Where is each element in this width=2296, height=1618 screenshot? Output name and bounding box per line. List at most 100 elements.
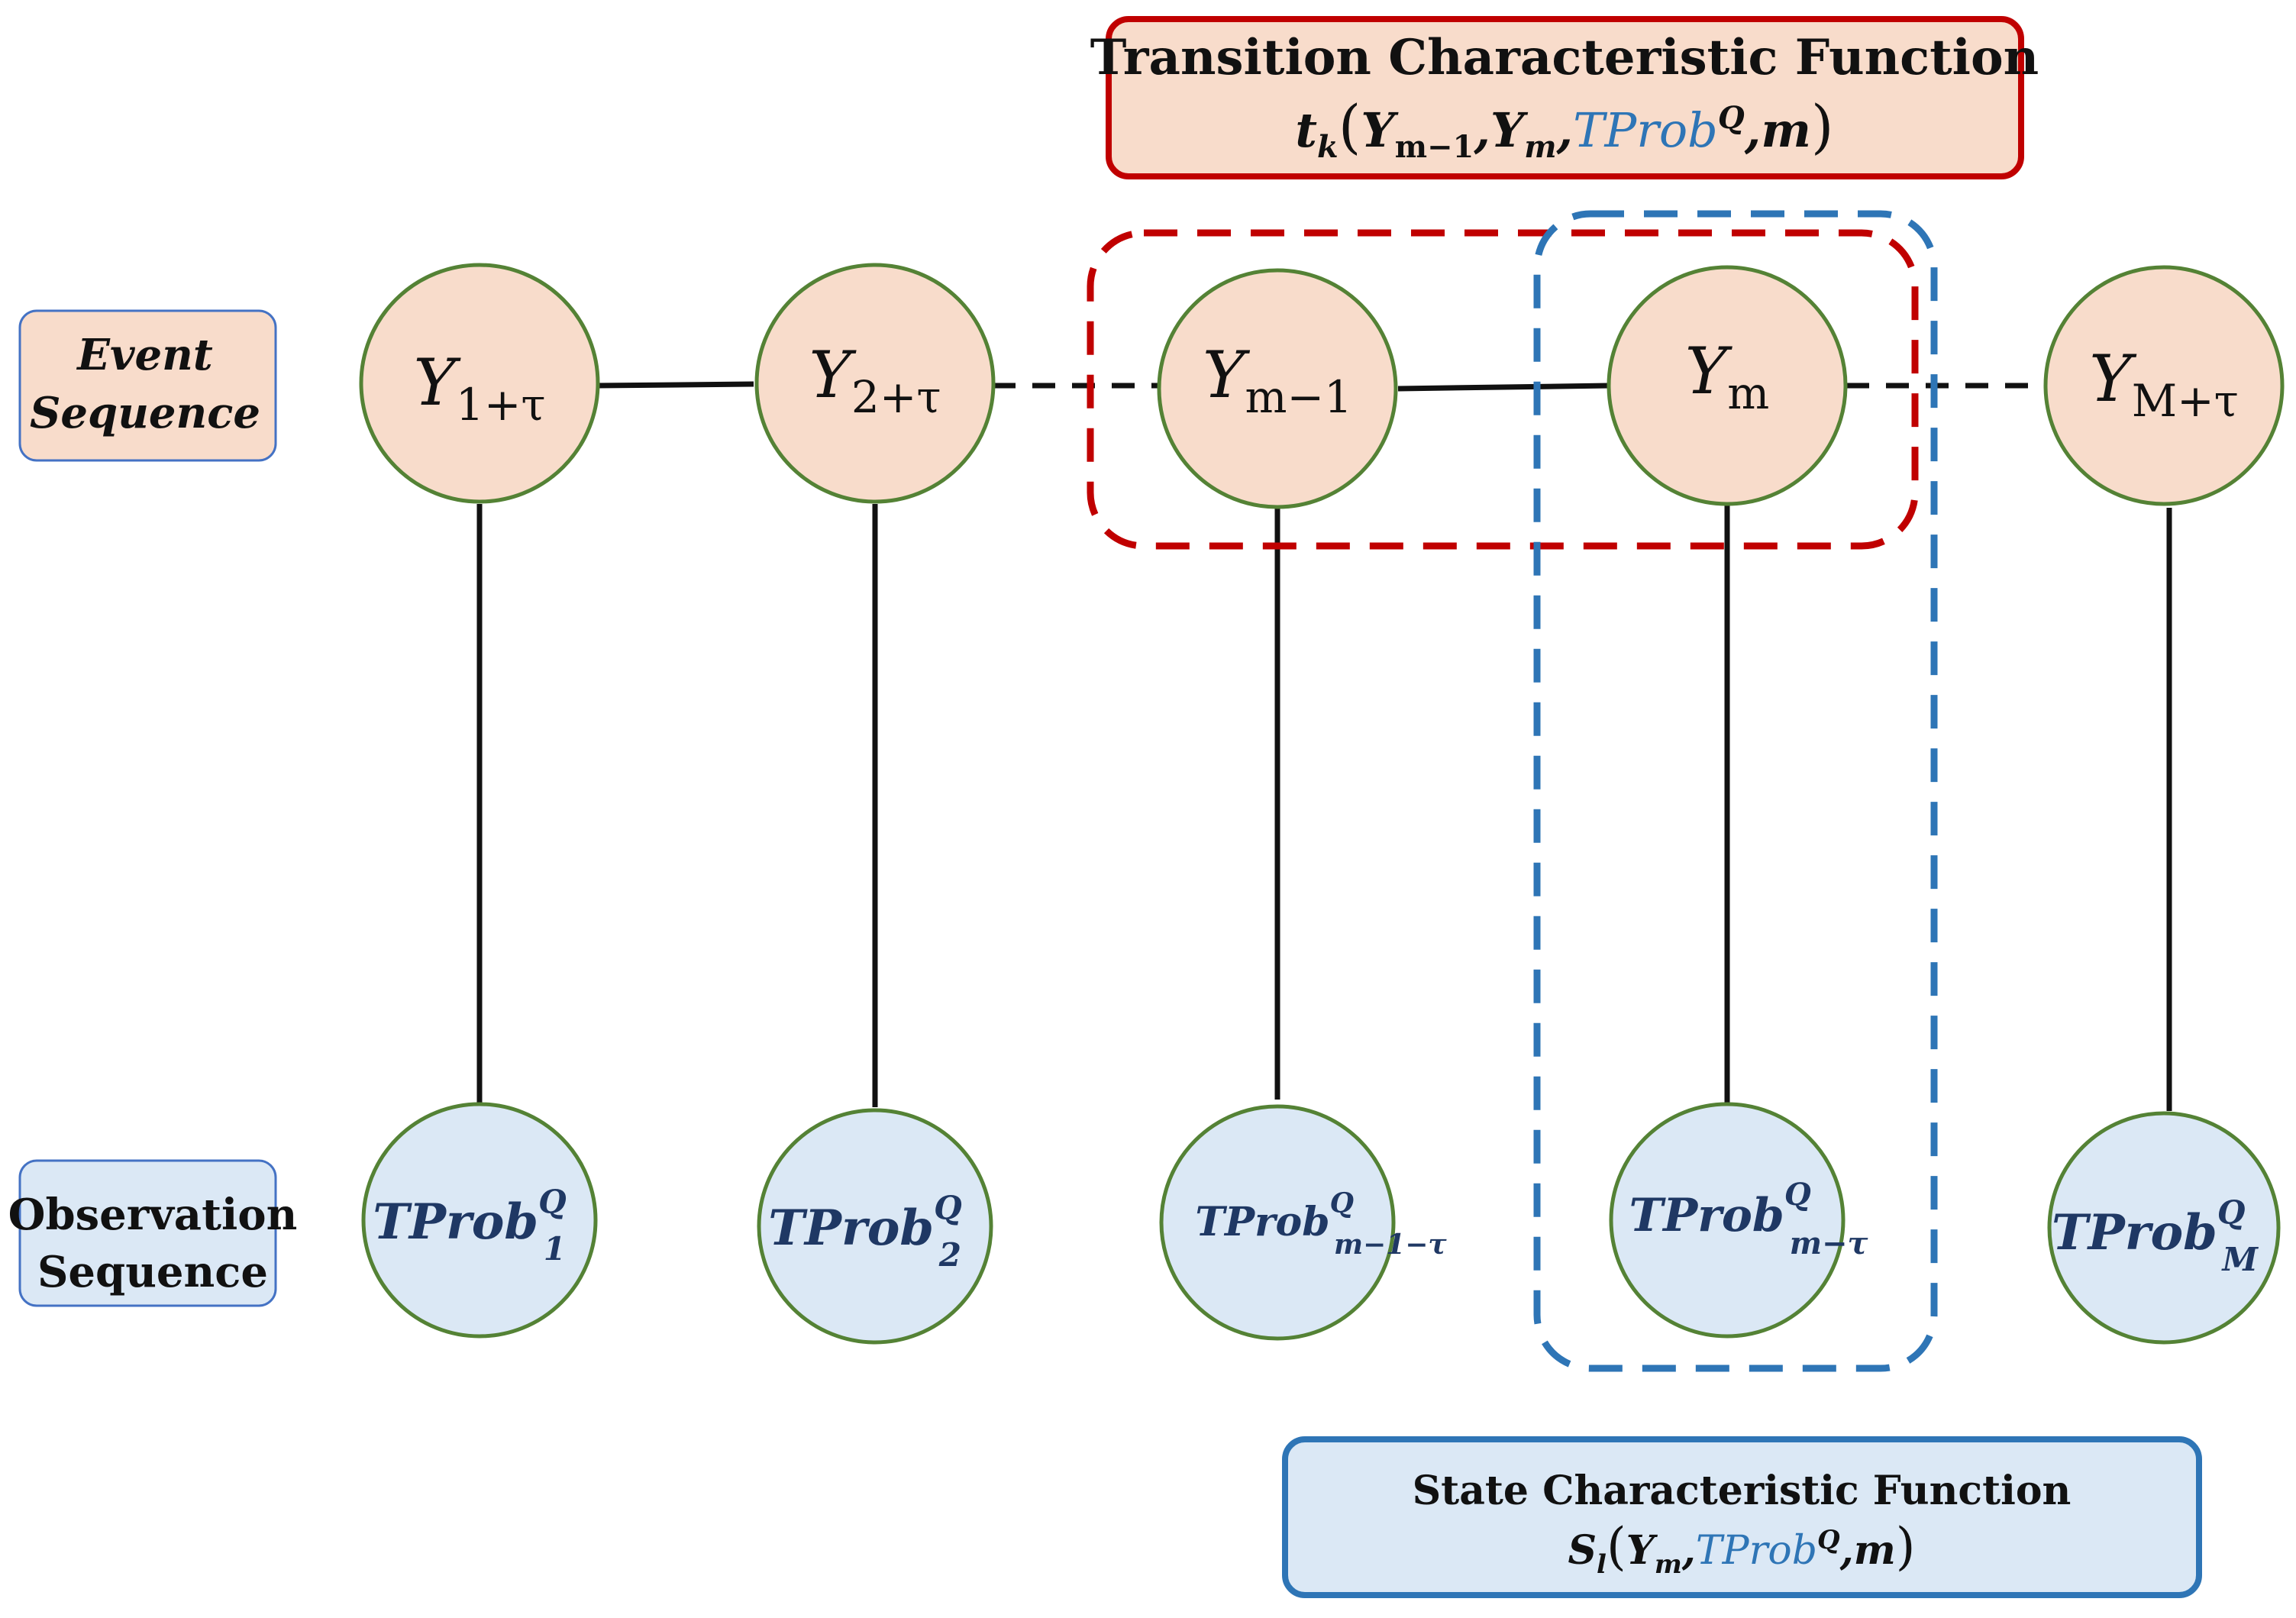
transition-arg-y-prev: Y xyxy=(1361,102,1399,158)
observation-node-4-circle xyxy=(1609,1102,1846,1339)
event-node-1-label: Y1+τ xyxy=(413,345,545,431)
observation-node-1-subscript: 1 xyxy=(544,1230,566,1268)
event-node-1: Y1+τ xyxy=(359,263,600,504)
state-comma-1: , xyxy=(1681,1527,1696,1574)
state-func-subscript: l xyxy=(1597,1549,1607,1580)
transition-func-name: t xyxy=(1295,102,1317,158)
transition-arg-y: Y xyxy=(1490,102,1529,158)
observation-node-3-base: TProb xyxy=(1195,1199,1329,1245)
event-node-5: YM+τ xyxy=(2043,265,2285,506)
event-node-3-label: Ym−1 xyxy=(1203,337,1352,423)
state-function-formula: Sl(Ym,TProbQ,m) xyxy=(1568,1517,1915,1580)
observation-node-1-superscript: Q xyxy=(538,1183,567,1220)
event-node-2: Y2+τ xyxy=(754,263,996,504)
event-node-5-base: Y xyxy=(2089,341,2137,416)
state-open-paren: ( xyxy=(1607,1517,1626,1576)
observation-node-2-superscript: Q xyxy=(934,1189,962,1226)
event-node-5-subscript: M+τ xyxy=(2132,375,2239,427)
observation-node-2-circle xyxy=(757,1108,993,1345)
transition-function-title: Transition Characteristic Function xyxy=(1090,29,2039,86)
transition-comma-2: , xyxy=(1556,102,1574,158)
transition-arg-tprob: TProb xyxy=(1573,102,1718,158)
event-sequence-label: Event Sequence xyxy=(18,309,277,462)
event-node-1-circle xyxy=(359,263,600,504)
event-sequence-label-line2: Sequence xyxy=(30,388,260,438)
observation-node-2: TProbQ 2 xyxy=(757,1108,993,1345)
observation-sequence-label-frame xyxy=(18,1159,277,1307)
transition-function-frame xyxy=(1106,16,2024,179)
event-node-5-circle xyxy=(2043,265,2285,506)
event-node-2-subscript: 2+τ xyxy=(851,371,941,423)
transition-func-subscript: k xyxy=(1317,129,1339,165)
observation-sequence-label: Observation Sequence xyxy=(8,1159,298,1307)
event-node-3-circle xyxy=(1157,268,1398,509)
transition-open-paren: ( xyxy=(1339,92,1361,160)
transition-function-formula: tk(Ym−1,Ym,TProbQ,m) xyxy=(1295,92,1833,165)
observation-node-4-superscript: Q xyxy=(1784,1177,1811,1213)
event-node-1-subscript: 1+τ xyxy=(456,379,546,431)
state-arg-m: m xyxy=(1854,1527,1896,1574)
event-node-2-base: Y xyxy=(809,337,857,412)
event-node-4-label: Ym xyxy=(1685,334,1769,419)
transition-arg-y-subscript: m xyxy=(1524,129,1556,165)
state-close-paren: ) xyxy=(1896,1517,1916,1576)
observation-sequence-label-line2: Sequence xyxy=(37,1247,268,1297)
observation-node-1: TProbQ 1 xyxy=(361,1102,598,1339)
event-node-3-subscript: m−1 xyxy=(1245,371,1352,423)
state-comma-2: , xyxy=(1839,1527,1854,1574)
observation-sequence-label-line1: Observation xyxy=(8,1190,298,1240)
transition-arg-m: m xyxy=(1761,102,1811,158)
observation-node-5-base: TProb xyxy=(2052,1204,2217,1261)
edge-y1-y2 xyxy=(596,381,754,389)
event-node-4-base: Y xyxy=(1685,334,1733,409)
observation-node-1-label: TProbQ 1 xyxy=(373,1183,567,1268)
state-arg-tprob: TProb xyxy=(1696,1528,1817,1574)
transition-arg-tprob-superscript: Q xyxy=(1718,100,1745,136)
event-node-4-subscript: m xyxy=(1727,367,1769,419)
transition-comma-3: , xyxy=(1744,102,1762,158)
observation-node-5-superscript: Q xyxy=(2217,1193,2246,1231)
state-function-title: State Characteristic Function xyxy=(1413,1468,2072,1514)
state-arg-y: Y xyxy=(1626,1527,1658,1574)
observation-node-3-subscript: m−1−τ xyxy=(1334,1229,1447,1261)
state-function-box: State Characteristic Function Sl(Ym,TPro… xyxy=(1282,1436,2202,1598)
state-func-name: S xyxy=(1568,1527,1597,1574)
transition-close-paren: ) xyxy=(1811,92,1834,160)
event-chain-edges xyxy=(596,381,2046,392)
observation-node-1-base: TProb xyxy=(373,1193,538,1251)
event-node-4: Ym xyxy=(1607,265,1848,506)
observation-node-1-circle xyxy=(361,1102,598,1339)
observation-node-2-base: TProb xyxy=(768,1200,934,1257)
observation-node-4-base: TProb xyxy=(1629,1189,1784,1242)
edge-ym1-ym xyxy=(1397,383,1610,392)
event-node-2-circle xyxy=(754,263,996,504)
observation-node-2-label: TProbQ 2 xyxy=(768,1189,962,1274)
event-sequence-label-line1: Event xyxy=(76,330,213,380)
event-node-2-label: Y2+τ xyxy=(809,337,941,423)
event-node-3: Ym−1 xyxy=(1157,268,1398,509)
observation-node-3-circle xyxy=(1159,1104,1396,1341)
observation-node-4-subscript: m−τ xyxy=(1790,1226,1868,1261)
event-node-5-label: YM+τ xyxy=(2089,341,2239,427)
state-function-frame xyxy=(1282,1436,2202,1598)
event-nodes: Y1+τ Y2+τ Ym−1 Ym YM+τ xyxy=(359,263,2285,509)
observation-node-3-superscript: Q xyxy=(1330,1187,1354,1219)
transition-function-box: Transition Characteristic Function tk(Ym… xyxy=(1090,16,2039,179)
state-arg-y-subscript: m xyxy=(1655,1549,1682,1580)
emission-edges xyxy=(476,504,2172,1111)
transition-comma-1: , xyxy=(1473,102,1490,158)
state-arg-tprob-superscript: Q xyxy=(1817,1525,1840,1555)
transition-group-dashed-box xyxy=(1087,229,1919,550)
event-sequence-label-frame xyxy=(18,309,277,462)
observation-node-2-subscript: 2 xyxy=(938,1236,961,1274)
transition-arg-y-prev-subscript: m−1 xyxy=(1395,129,1474,165)
event-node-1-base: Y xyxy=(413,345,461,420)
